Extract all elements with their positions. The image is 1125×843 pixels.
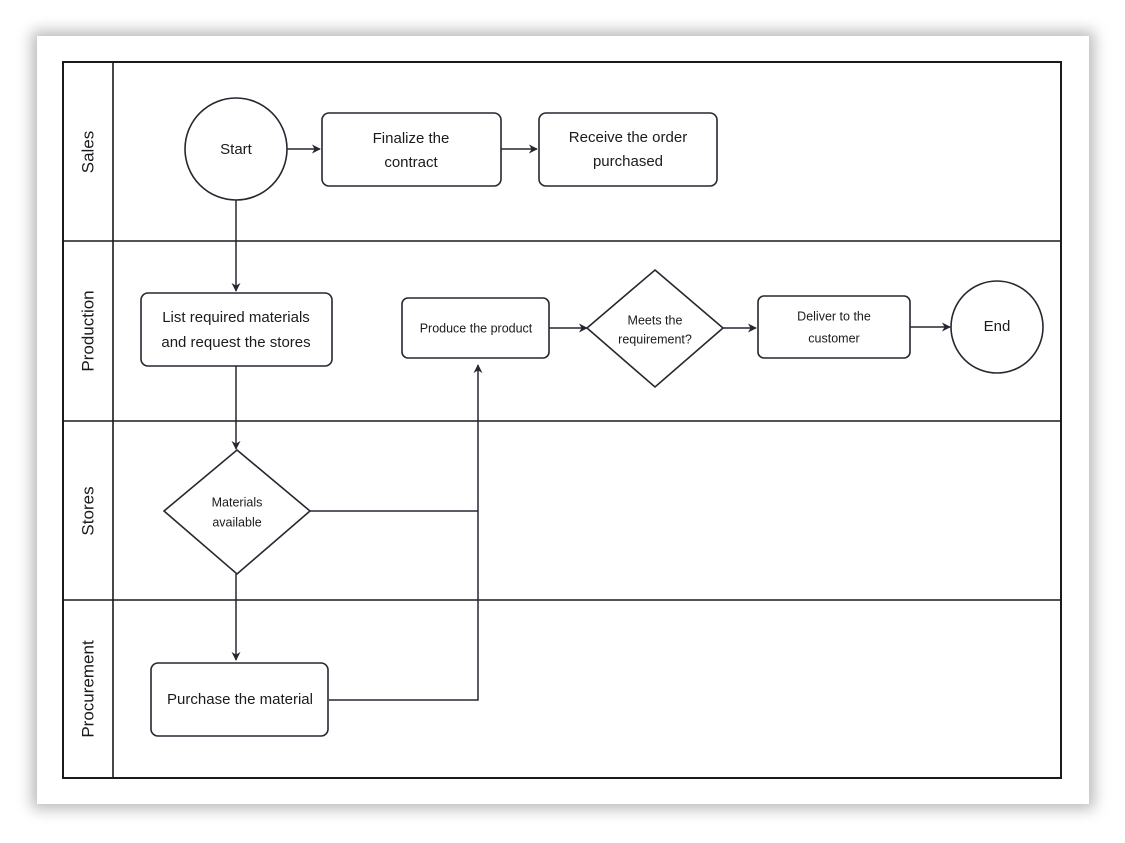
receive-order-label-line1: Receive the order: [569, 129, 687, 146]
start-node: [184, 97, 288, 201]
lane-label-procurement: Procurement: [78, 640, 97, 738]
start-label: Start: [220, 141, 253, 158]
end-node: [950, 280, 1044, 374]
finalize-contract-node: [321, 112, 502, 187]
meets-requirement-label-line1: Meets the: [628, 313, 683, 327]
receive-order-label-line2: purchased: [593, 153, 663, 170]
materials-available-label-line1: Materials: [212, 495, 263, 509]
finalize-contract-label-line2: contract: [384, 154, 438, 171]
materials-available-label-line2: available: [212, 515, 261, 529]
produce-product-node: [401, 297, 550, 359]
lane-label-sales: Sales: [78, 131, 97, 174]
produce-product-label: Produce the product: [420, 321, 533, 335]
lane-label-stores: Stores: [78, 486, 97, 535]
meets-requirement-label-line2: requirement?: [618, 332, 692, 346]
meets-requirement-decision: [585, 268, 725, 389]
deliver-customer-label-line1: Deliver to the: [797, 309, 871, 323]
arrow-purchase-to-produce: [329, 364, 483, 701]
list-materials-node: [140, 292, 333, 367]
list-materials-label-line1: List required materials: [162, 309, 310, 326]
purchase-material-node: [150, 662, 329, 737]
materials-available-decision: [162, 448, 312, 576]
deliver-customer-label-line2: customer: [808, 331, 859, 345]
list-materials-label-line2: and request the stores: [161, 334, 310, 351]
diagram-frame: [62, 61, 1062, 779]
purchase-material-label: Purchase the material: [167, 691, 313, 708]
lane-label-production: Production: [78, 290, 97, 371]
receive-order-node: [538, 112, 718, 187]
deliver-customer-node: [757, 295, 911, 359]
finalize-contract-label-line1: Finalize the: [373, 130, 450, 147]
end-label: End: [984, 318, 1011, 335]
